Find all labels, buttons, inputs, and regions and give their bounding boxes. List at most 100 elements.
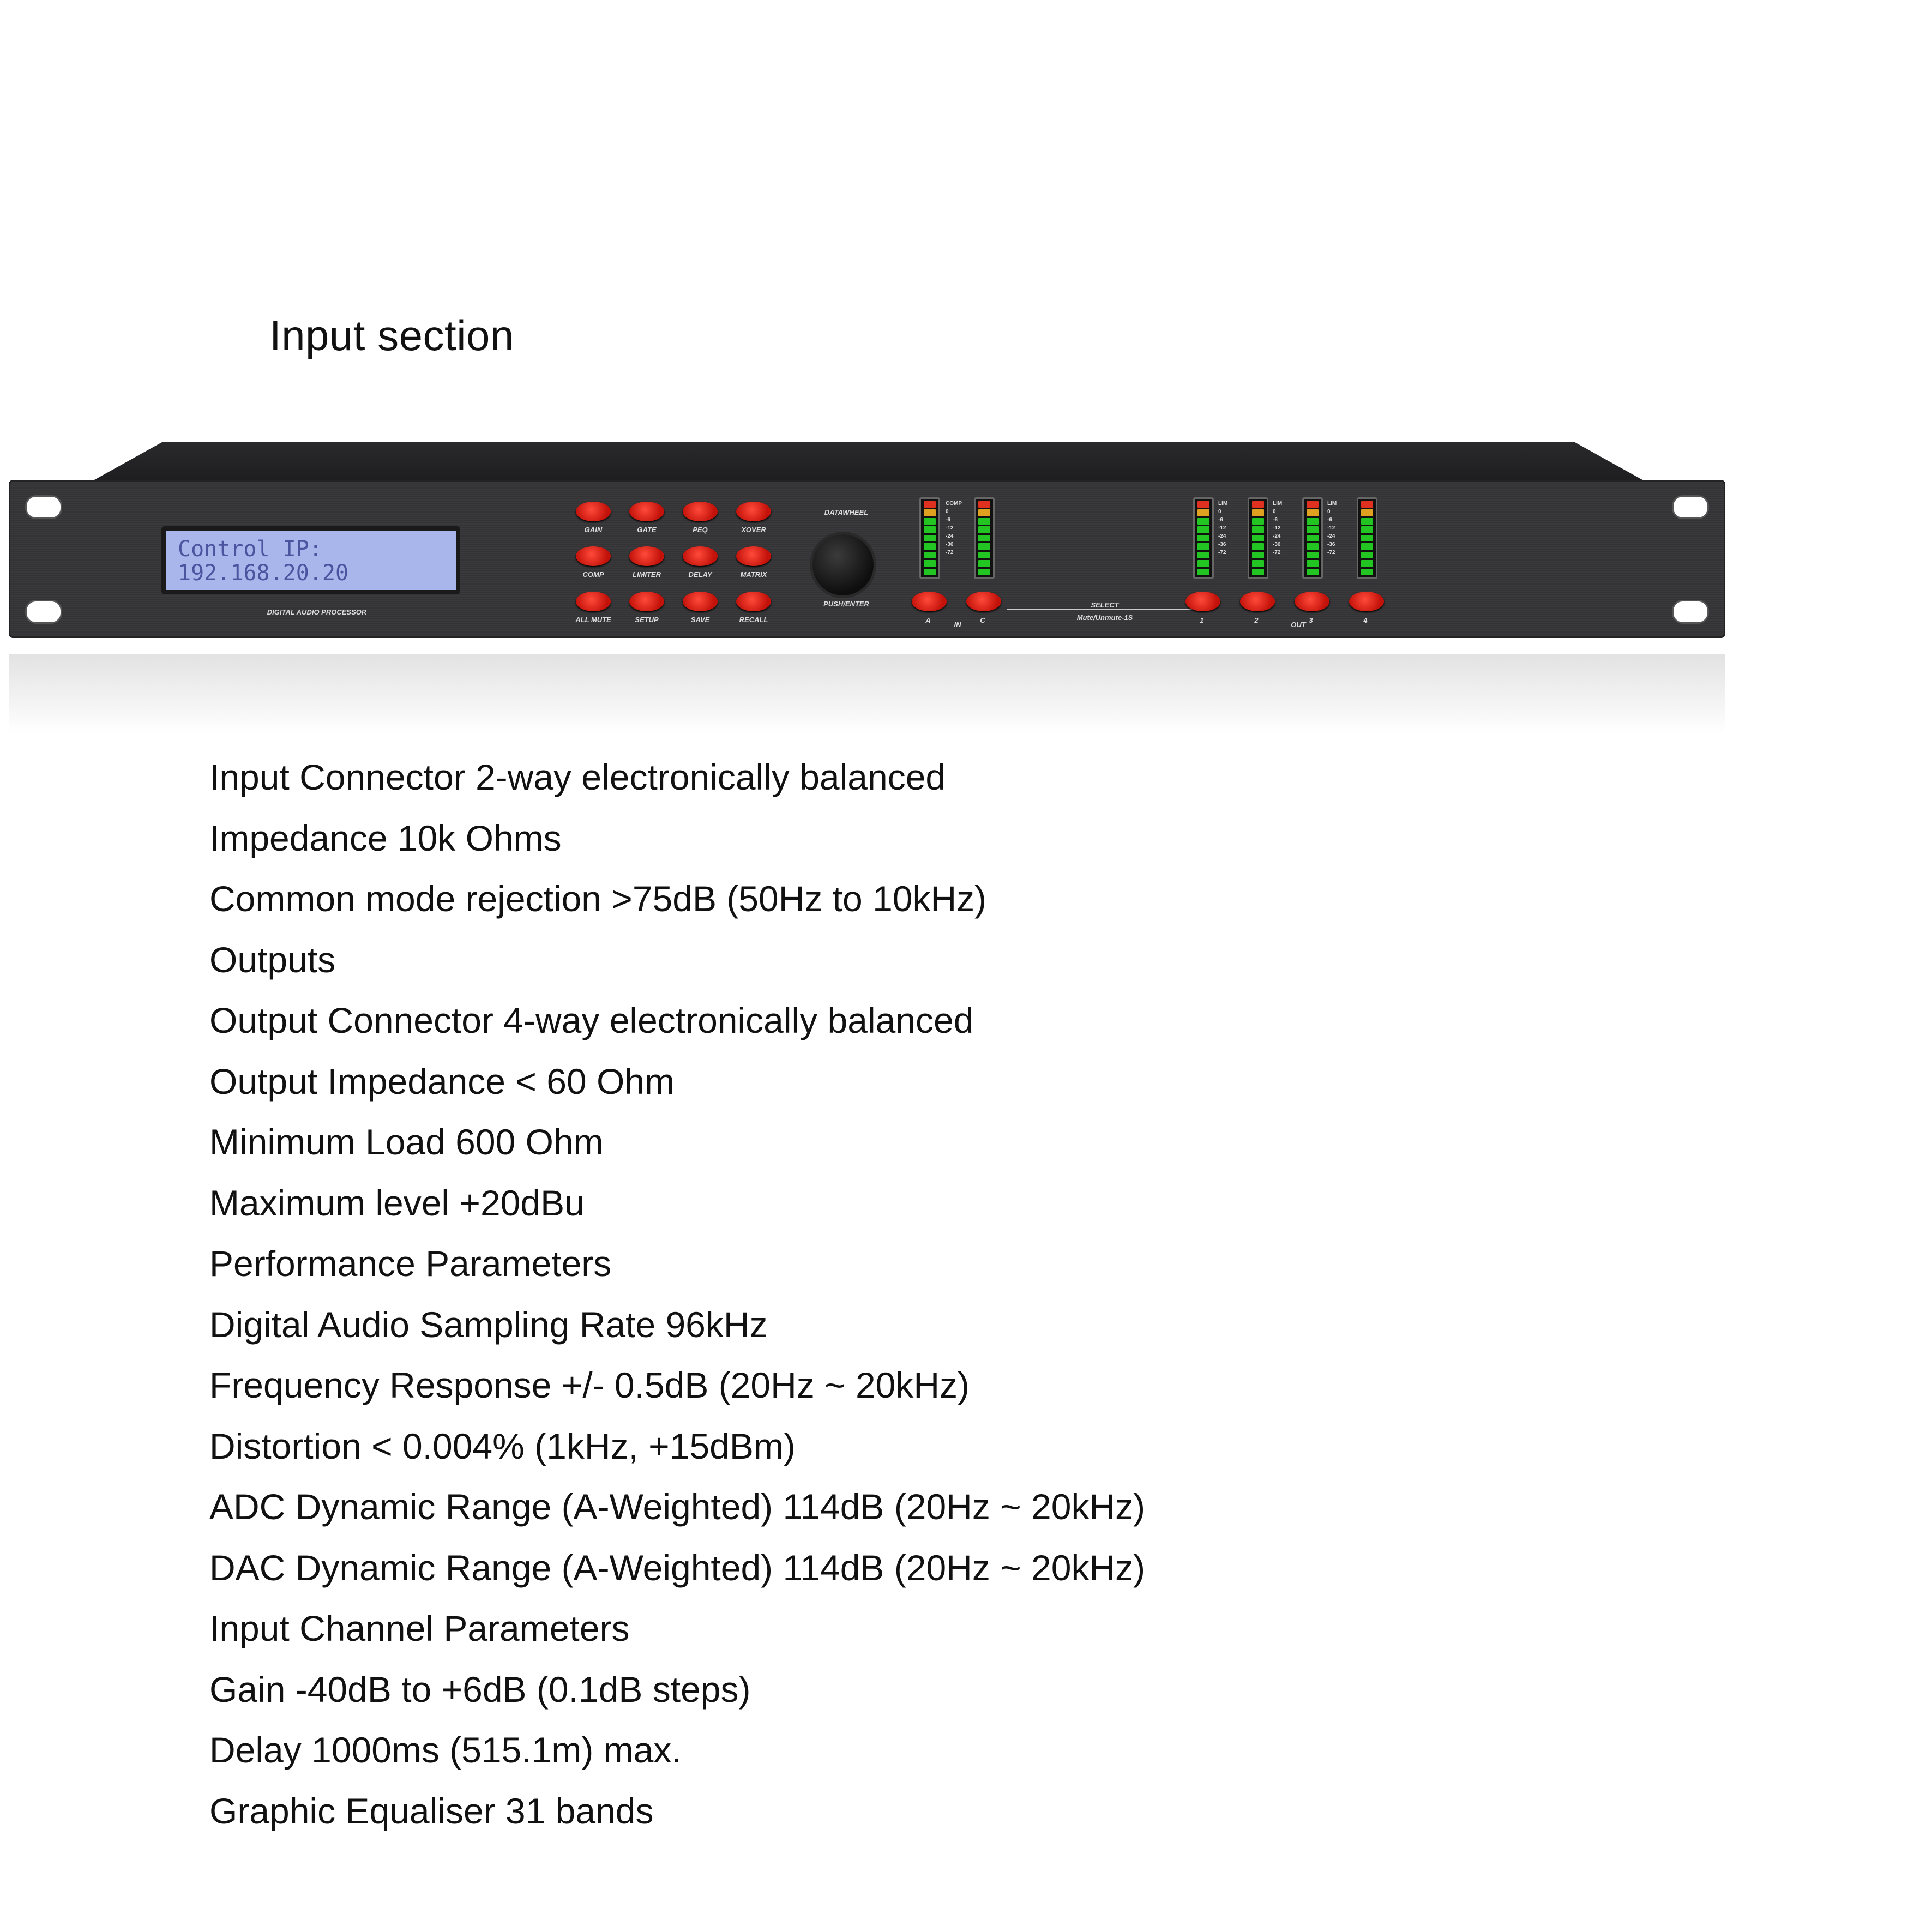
output-4-button[interactable] (1349, 592, 1384, 611)
meter-segment (1307, 568, 1319, 575)
spec-line: Output Impedance < 60 Ohm (209, 1061, 675, 1102)
level-meter (919, 497, 940, 579)
meter-segment (978, 560, 990, 567)
model-label: DIGITAL AUDIO PROCESSOR (267, 608, 367, 616)
spec-line: Minimum Load 600 Ohm (209, 1122, 604, 1162)
meter-scale-tick: -6 (946, 517, 950, 523)
meter-scale-tick: -6 (1218, 517, 1223, 523)
spec-list: Input Connector 2-way electronically bal… (209, 747, 1145, 1841)
comp-button[interactable] (576, 546, 611, 566)
meter-segment (1307, 526, 1319, 533)
meter-segment (1252, 543, 1264, 550)
button-label: SETUP (635, 616, 659, 624)
meter-segment (1361, 543, 1373, 550)
limiter-button[interactable] (629, 546, 664, 566)
button-label: PEQ (693, 526, 708, 534)
button-label: DELAY (688, 570, 712, 579)
spec-line: Input Channel Parameters (209, 1608, 630, 1648)
button-label: RECALL (739, 616, 768, 624)
meter-scale-tick: -24 (1327, 533, 1335, 539)
spec-line: Impedance 10k Ohms (209, 817, 562, 858)
all-mute-button[interactable] (576, 592, 611, 611)
delay-button[interactable] (683, 546, 718, 566)
meter-segment (924, 526, 936, 533)
datawheel-label: DATAWHEEL (824, 508, 869, 516)
meter-segment (1307, 509, 1319, 516)
meter-segment (1252, 568, 1264, 575)
output-3-button[interactable] (1295, 592, 1329, 611)
input-c-button[interactable] (966, 592, 1001, 611)
meter-segment (1197, 543, 1209, 550)
recall-button[interactable] (736, 592, 771, 611)
spec-line: Digital Audio Sampling Rate 96kHz (209, 1304, 768, 1345)
meter-segment (1307, 501, 1319, 508)
meter-scale-tick: -12 (1273, 525, 1281, 531)
level-meter (1302, 497, 1323, 579)
meter-segment (924, 560, 936, 567)
meter-scale-tick: 0 (1218, 509, 1221, 515)
rack-ear-hole (25, 600, 62, 624)
meter-segment (978, 534, 990, 542)
button-label: COMP (582, 570, 604, 579)
meter-scale-tick: 0 (946, 509, 949, 515)
meter-segment (1361, 534, 1373, 542)
spec-line: Performance Parameters (209, 1243, 612, 1284)
button-label: SAVE (690, 616, 710, 624)
input-a-button[interactable] (912, 592, 947, 611)
button-label: XOVER (741, 526, 766, 534)
gate-button[interactable] (629, 502, 664, 521)
setup-button[interactable] (629, 592, 664, 611)
peq-button[interactable] (683, 502, 718, 521)
output-1-button[interactable] (1185, 592, 1220, 611)
level-meter (1248, 497, 1268, 579)
reflection (9, 654, 1725, 742)
in-label: IN (954, 621, 961, 629)
meter-scale-tick: 0 (1327, 509, 1331, 515)
meter-segment (1252, 517, 1264, 525)
matrix-button[interactable] (736, 546, 771, 566)
spec-line: Graphic Equaliser 31 bands (209, 1790, 654, 1831)
select-label: SELECT (1091, 601, 1119, 609)
push-enter-label: PUSH/ENTER (823, 600, 869, 608)
save-button[interactable] (683, 592, 718, 611)
meter-scale-tick: -24 (1218, 533, 1226, 539)
meter-segment (1197, 509, 1209, 516)
button-label: GAIN (584, 526, 603, 534)
meter-segment (1197, 534, 1209, 542)
lcd-line-1: Control IP: (178, 537, 322, 562)
datawheel-knob[interactable] (812, 534, 874, 595)
meter-segment (1307, 543, 1319, 550)
meter-scale-tick: -36 (1218, 541, 1226, 547)
lcd-display: Control IP: 192.168.20.20 (161, 526, 460, 594)
spec-line: Delay 1000ms (515.1m) max. (209, 1730, 682, 1770)
gain-button[interactable] (576, 502, 611, 521)
input-label: C (980, 616, 985, 624)
spec-line: Outputs (209, 939, 336, 980)
meter-scale-tick: -24 (1273, 533, 1281, 539)
meter-segment (924, 517, 936, 525)
meter-segment (1252, 526, 1264, 533)
xover-button[interactable] (736, 502, 771, 521)
spec-line: Input Connector 2-way electronically bal… (209, 757, 946, 797)
meter-scale-tick: -6 (1327, 517, 1332, 523)
meter-scale-tick: -12 (1327, 525, 1335, 531)
mute-label: Mute/Unmute-1S (1076, 613, 1133, 622)
meter-segment (1361, 560, 1373, 567)
spec-line: Output Connector 4-way electronically ba… (209, 1000, 974, 1040)
output-2-button[interactable] (1240, 592, 1275, 611)
meter-scale-title: LIM (1273, 501, 1283, 507)
meter-scale-title: COMP (946, 501, 962, 507)
meter-scale-tick: -36 (1327, 541, 1335, 547)
spec-line: Frequency Response +/- 0.5dB (20Hz ~ 20k… (209, 1365, 970, 1405)
meter-segment (978, 568, 990, 575)
select-divider (1007, 609, 1192, 610)
meter-segment (1307, 560, 1319, 567)
meter-segment (1307, 534, 1319, 542)
meter-scale-tick: -72 (1218, 550, 1226, 556)
lcd-line-2: 192.168.20.20 (178, 561, 349, 586)
meter-segment (1197, 517, 1209, 525)
spec-line: Gain -40dB to +6dB (0.1dB steps) (209, 1669, 751, 1710)
meter-scale-tick: -72 (1273, 550, 1281, 556)
meter-segment (1197, 526, 1209, 533)
